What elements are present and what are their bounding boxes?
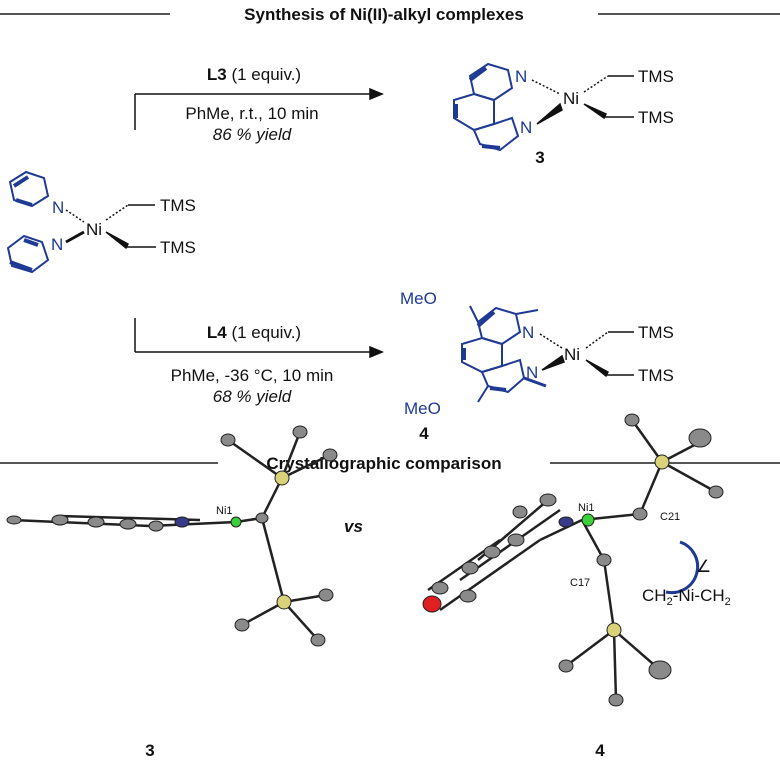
meo-top: MeO (400, 289, 437, 308)
start-bonds (65, 204, 156, 250)
synthesis-header: Synthesis of Ni(II)-alkyl complexes (0, 5, 780, 24)
angle-arc (665, 540, 700, 595)
product-4-ligand (461, 305, 547, 403)
tms-p3-top: TMS (638, 67, 674, 86)
meo-bottom: MeO (404, 399, 441, 418)
ni-p4: Ni (564, 345, 580, 364)
ni-p3: Ni (563, 89, 579, 108)
ni-start: Ni (86, 220, 102, 239)
ni1-label-left: Ni1 (216, 505, 233, 517)
tms-p4-bottom: TMS (638, 366, 674, 385)
tms-start-top: TMS (160, 196, 196, 215)
p3-n-top: N (515, 67, 527, 86)
reaction-arrow-1 (134, 87, 384, 130)
py-n-bottom: N (51, 235, 63, 254)
p3-n-bottom: N (520, 118, 532, 137)
reaction-arrow-2 (134, 318, 384, 359)
reagent-2: L4 (1 equiv.) (207, 323, 301, 342)
p4-n-bottom: N (526, 363, 538, 382)
crystal-3-number: 3 (145, 741, 154, 760)
p4-bonds (539, 331, 634, 378)
product-4-number: 4 (419, 424, 429, 443)
angle-symbol: ∠ (696, 557, 711, 576)
conditions-2: PhMe, -36 °C, 10 min (171, 366, 334, 385)
yield-1: 86 % yield (213, 125, 292, 144)
crystal-4-atoms (422, 413, 724, 707)
p3-bonds (531, 75, 634, 125)
ni1-label-right: Ni1 (578, 502, 595, 514)
tms-start-bottom: TMS (160, 238, 196, 257)
starting-complex (6, 170, 50, 274)
p4-n-top: N (522, 323, 534, 342)
crystal-3-atoms (6, 425, 338, 647)
c21-label: C21 (660, 511, 680, 523)
tms-p4-top: TMS (638, 323, 674, 342)
crystal-4-number: 4 (595, 741, 605, 760)
crystal-title: Crystallographic comparison (266, 454, 501, 473)
angle-label: CH2-Ni-CH2 (642, 586, 731, 608)
py-n-top: N (52, 198, 64, 217)
reagent-1: L3 (1 equiv.) (207, 65, 301, 84)
vs-label: vs (344, 517, 363, 536)
synthesis-title: Synthesis of Ni(II)-alkyl complexes (244, 5, 524, 24)
tms-p3-bottom: TMS (638, 108, 674, 127)
c17-label: C17 (570, 577, 590, 589)
product-3-number: 3 (535, 148, 544, 167)
conditions-1: PhMe, r.t., 10 min (185, 104, 318, 123)
product-3-ligand (453, 62, 520, 152)
yield-2: 68 % yield (213, 387, 292, 406)
